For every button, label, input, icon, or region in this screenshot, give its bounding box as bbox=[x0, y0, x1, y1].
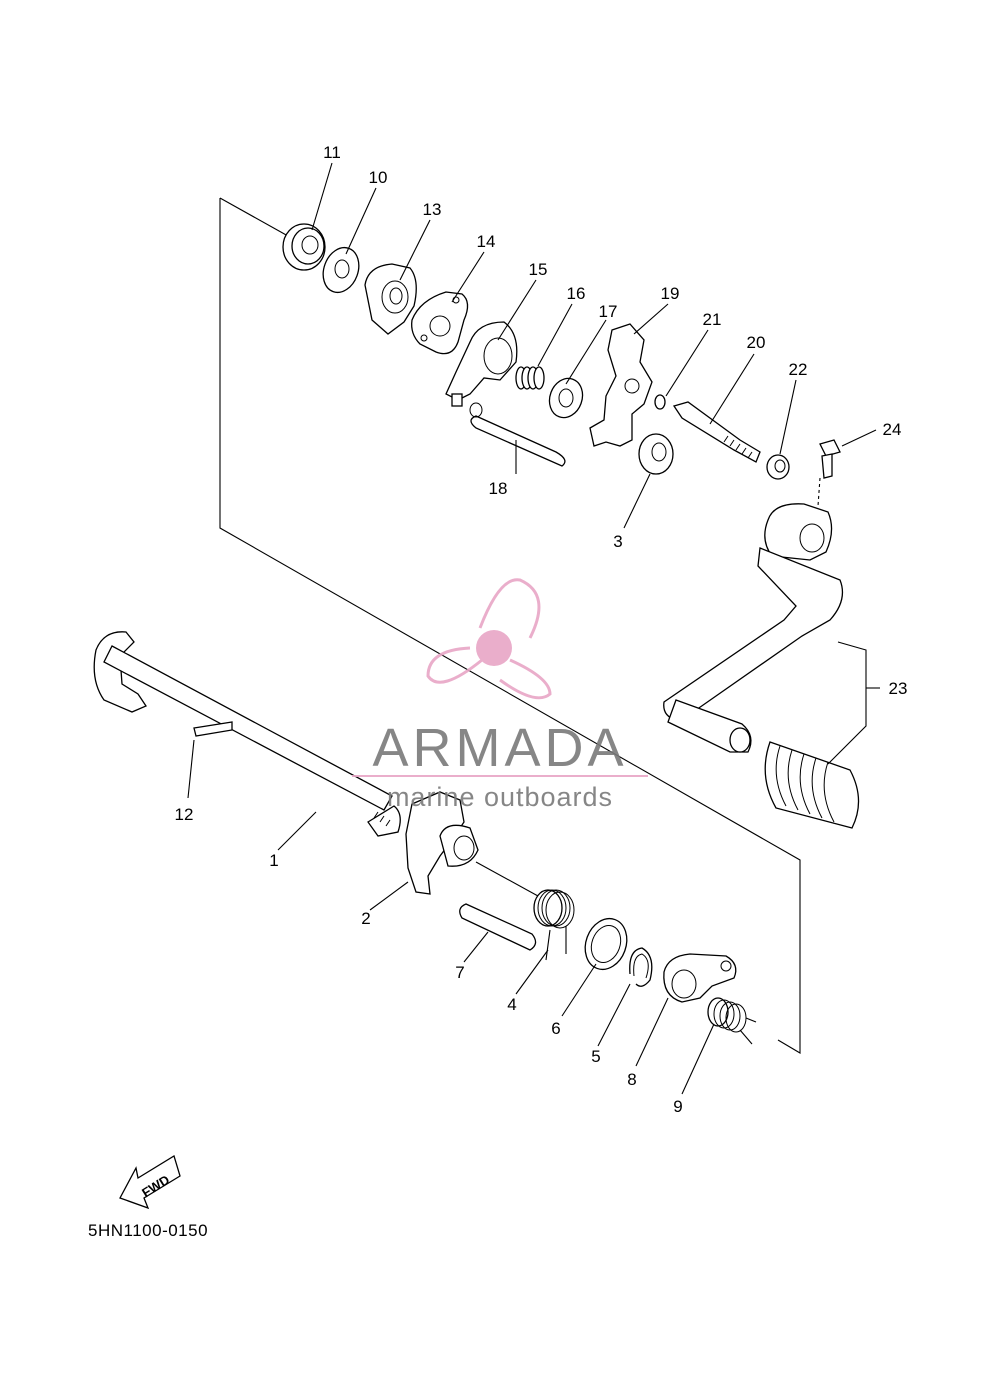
callout-15: 15 bbox=[529, 260, 548, 279]
callout-labels: 1 2 3 4 5 6 7 8 9 10 11 12 13 14 15 16 1… bbox=[175, 143, 908, 1116]
callout-23: 23 bbox=[889, 679, 908, 698]
part-20-bolt bbox=[672, 401, 761, 463]
part-18-pin bbox=[469, 402, 566, 467]
callout-1: 1 bbox=[269, 851, 278, 870]
part-21-o-ring bbox=[654, 394, 666, 410]
part-9-spring bbox=[707, 997, 757, 1045]
part-15-shift-guide bbox=[445, 321, 518, 407]
callout-16: 16 bbox=[567, 284, 586, 303]
callout-8: 8 bbox=[627, 1070, 636, 1089]
callout-4: 4 bbox=[507, 995, 516, 1014]
part-10-washer bbox=[322, 246, 360, 294]
callout-5: 5 bbox=[591, 1047, 600, 1066]
part-13-segment bbox=[364, 263, 417, 335]
callout-10: 10 bbox=[369, 168, 388, 187]
propeller-logo-icon bbox=[426, 578, 552, 700]
part-17-washer bbox=[548, 377, 584, 419]
part-3-collar bbox=[638, 433, 674, 475]
callout-6: 6 bbox=[551, 1019, 560, 1038]
callout-2: 2 bbox=[361, 909, 370, 928]
part-19-stopper-lever bbox=[589, 323, 653, 447]
callout-3: 3 bbox=[613, 532, 622, 551]
part-14-plate bbox=[411, 291, 469, 355]
part-12-pin bbox=[193, 721, 233, 737]
part-16-spring bbox=[515, 366, 545, 390]
part-7-pin bbox=[459, 903, 537, 951]
part-1-shift-shaft bbox=[93, 631, 401, 837]
callout-9: 9 bbox=[673, 1097, 682, 1116]
callout-20: 20 bbox=[747, 333, 766, 352]
callout-17: 17 bbox=[599, 302, 618, 321]
callout-12: 12 bbox=[175, 805, 194, 824]
callout-18: 18 bbox=[489, 479, 508, 498]
watermark-subtitle: marine outboards bbox=[387, 782, 613, 812]
armada-watermark: ARMADA marine outboards bbox=[352, 578, 648, 812]
part-23-shift-pedal bbox=[663, 503, 880, 829]
callout-19: 19 bbox=[661, 284, 680, 303]
callout-11: 11 bbox=[323, 143, 341, 162]
part-4-torsion-spring bbox=[533, 889, 575, 961]
diagram-code: 5HN1100-0150 bbox=[88, 1221, 208, 1240]
callout-14: 14 bbox=[477, 232, 496, 251]
callout-24: 24 bbox=[883, 420, 902, 439]
callout-7: 7 bbox=[455, 963, 464, 982]
part-11-bearing bbox=[282, 223, 326, 271]
fwd-arrow-icon: FWD bbox=[119, 1155, 181, 1210]
part-2-shift-arm bbox=[405, 791, 539, 897]
watermark-title: ARMADA bbox=[372, 718, 627, 778]
callout-13: 13 bbox=[423, 200, 442, 219]
callout-21: 21 bbox=[703, 310, 722, 329]
part-24-bolt bbox=[817, 439, 841, 507]
callout-22: 22 bbox=[789, 360, 808, 379]
leader-lines bbox=[187, 162, 877, 1095]
parts bbox=[93, 223, 880, 1045]
assembly-outline bbox=[219, 197, 801, 1054]
part-8-shift-arm-link bbox=[663, 953, 737, 1003]
part-5-circlip bbox=[629, 947, 653, 987]
part-22-nut bbox=[766, 454, 790, 480]
part-6-washer bbox=[584, 917, 628, 971]
